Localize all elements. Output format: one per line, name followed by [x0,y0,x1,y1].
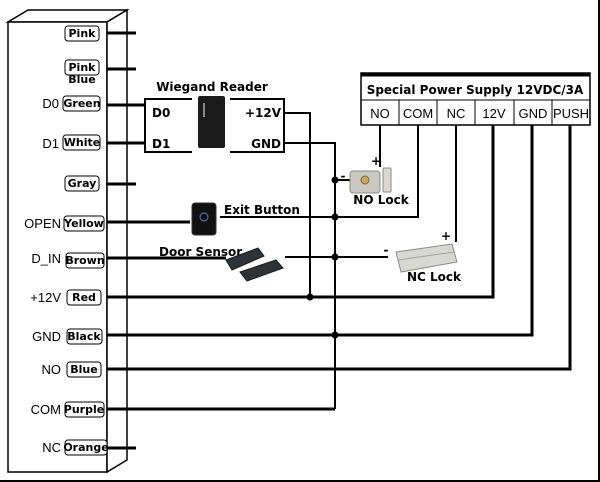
pin-color-label: Black [67,330,101,343]
pin-color-box [66,361,102,378]
pin-labels: Pink Pink Blue D0 Green D1 White Gray OP… [24,25,109,456]
no-lock-plus: + [371,154,381,168]
pin-color-box [63,215,105,232]
nc-lock-label: NC Lock [407,270,462,284]
reader-frame-left [144,98,192,153]
power-supply: Special Power Supply 12VDC/3A NO COM NC … [360,72,591,126]
pin-color-box [65,252,105,269]
nc-lock-minus: - [384,243,389,257]
exit-button-ring [199,212,209,222]
no-lock-keyhole [360,175,370,185]
power-supply-terminals: NO COM NC 12V GND PUSH [370,100,589,125]
junction-dot [331,331,339,339]
exit-button-icon [191,202,217,236]
no-lock-minus: - [341,169,346,183]
nc-lock-icon [395,243,458,273]
no-lock: + - NO Lock [341,154,410,207]
exit-button-label: Exit Button [224,203,300,217]
pin-color-box [64,25,100,42]
reader-terminal-12v: +12V [245,106,282,120]
junction-dot [331,176,339,184]
pin-signal-label: NC [42,440,61,455]
wire-no-push [107,125,572,371]
door-sensor-switch-icon [239,259,284,282]
pin-stubs [107,31,136,450]
pin-color-label: White [64,136,100,149]
reader-terminal-gnd: GND [251,137,281,151]
pin-color-sublabel: Blue [68,73,95,86]
terminal-nc: NC [447,106,466,121]
pin-color-box [64,439,108,456]
junction-dot [306,293,314,301]
wire-reader-12v [284,112,311,297]
terminal-push: PUSH [553,106,589,121]
pin-signal-label: NO [42,362,62,377]
nc-lock-plus: + [441,229,451,243]
junction-dot [331,253,339,261]
door-sensor-magnet-icon [225,247,265,271]
pin-signal-label: OPEN [24,216,61,231]
terminal-com: COM [403,106,433,121]
pin-signal-label: D1 [42,136,59,151]
pin-color-box [64,59,100,76]
reader-terminal-d1: D1 [152,137,170,151]
pin-signal-label: D0 [42,96,59,111]
pin-color-box [64,401,105,418]
pin-color-label: Green [63,97,100,110]
wire-reader-gnd [284,142,336,409]
pin-color-label: Gray [68,177,97,190]
no-lock-strike [382,167,392,193]
wiegand-reader-title: Wiegand Reader [156,80,268,94]
pin-signal-label: COM [31,402,61,417]
card-reader-highlight [203,103,205,117]
pin-color-box [66,289,102,306]
pin-color-label: Yellow [63,217,104,230]
wire-12v [107,125,495,299]
door-sensor-label: Door Sensor [159,245,242,259]
nc-lock-detail [397,251,455,261]
pin-color-box [62,95,101,112]
terminal-12v: 12V [482,106,505,121]
pin-color-label: Brown [65,254,104,267]
exit-button: Exit Button [191,202,300,236]
pin-color-label: Purple [64,403,104,416]
pin-color-label: Red [72,291,96,304]
junctions [306,176,339,339]
junction-dot [331,213,339,221]
pin-color-box [66,328,103,345]
pin-color-label: Orange [63,441,108,454]
terminal-gnd: GND [519,106,548,121]
pin-color-label: Pink [69,61,97,74]
pin-color-box [62,134,101,151]
power-supply-title: Special Power Supply 12VDC/3A [367,83,584,97]
terminal-no: NO [370,106,390,121]
no-lock-label: NO Lock [353,193,409,207]
pin-color-label: Blue [70,363,97,376]
controller-side-face [106,8,128,474]
card-reader-icon [198,96,225,148]
pin-signal-label: +12V [30,290,61,305]
pin-color-label: Pink [69,27,97,40]
wiegand-reader: Wiegand Reader D0 D1 +12V GND [144,80,285,153]
nc-lock: + - NC Lock [384,229,463,284]
wire-exit-button-com [220,125,419,218]
reader-terminal-d0: D0 [152,106,170,120]
door-sensor: Door Sensor [159,245,284,282]
pin-signal-label: D_IN [31,251,61,266]
wire-gnd [107,125,534,337]
reader-frame-right [230,98,285,153]
pin-color-box [64,175,100,192]
pin-signal-label: GND [32,329,61,344]
